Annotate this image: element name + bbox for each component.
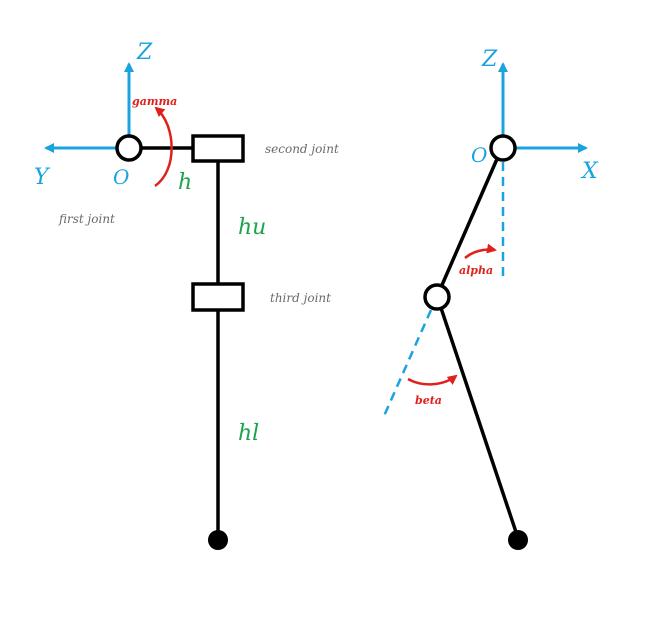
first-joint-label: first joint xyxy=(58,212,115,226)
third-joint-marker xyxy=(191,282,245,312)
right-z-axis-label: Z xyxy=(481,47,498,72)
left-z-axis-label: Z xyxy=(136,40,153,65)
left-y-axis-label: Y xyxy=(34,165,51,190)
first-joint-marker xyxy=(115,134,143,162)
alpha-arc-arrow xyxy=(464,243,497,259)
left-origin-label: O xyxy=(113,165,129,189)
beta-reference-line xyxy=(382,309,433,417)
alpha-label: alpha xyxy=(459,264,493,277)
foot-point xyxy=(208,530,228,550)
right-upper-link xyxy=(440,158,499,286)
second-joint-marker xyxy=(191,134,245,163)
right-origin-label: O xyxy=(471,143,487,167)
knee-joint-marker xyxy=(423,283,451,311)
right-x-axis-label: X xyxy=(580,159,599,184)
hu-length-label: hu xyxy=(238,215,266,240)
right-lower-link xyxy=(439,307,520,539)
gamma-label: gamma xyxy=(132,95,177,108)
left-view: Z Y O gamma h hu hl first joint second j… xyxy=(34,40,339,550)
second-joint-label: second joint xyxy=(265,142,339,156)
beta-arc-arrow xyxy=(407,374,458,386)
third-joint-label: third joint xyxy=(270,291,331,305)
gamma-arc-arrow xyxy=(154,106,173,188)
right-foot-point xyxy=(508,530,528,550)
right-hip-joint-marker xyxy=(489,134,517,162)
beta-label: beta xyxy=(415,394,442,407)
hl-length-label: hl xyxy=(238,421,259,446)
h-length-label: h xyxy=(178,170,192,195)
right-view: Z X O alpha beta xyxy=(382,47,599,550)
